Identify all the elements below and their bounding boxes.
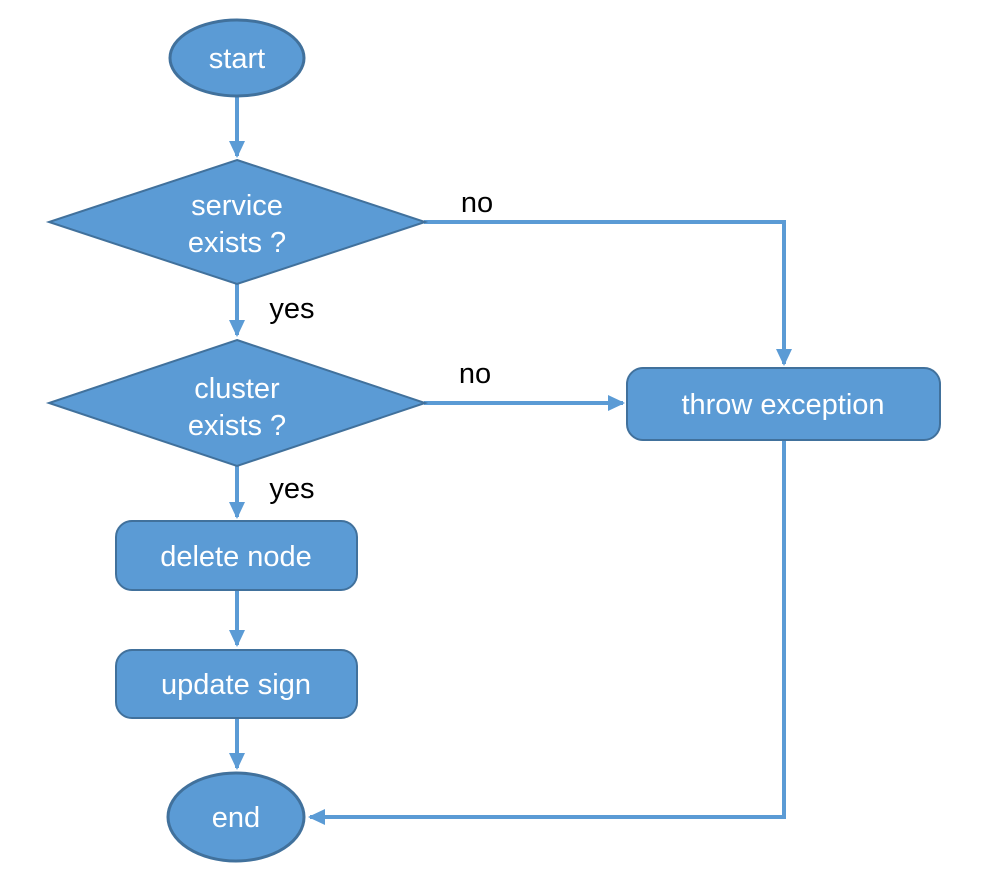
node-delete-node [115,520,358,591]
node-service-check-label-line2: exists ? [188,227,286,259]
node-update-sign [115,649,358,719]
edge-label-service-yes: yes [269,293,314,325]
edge-service-no [424,220,792,366]
node-end [166,771,306,863]
edge-label-service-no: no [461,187,493,219]
node-cluster-check [45,338,429,468]
node-throw-exception [626,367,941,441]
node-end-label: end [212,802,260,834]
node-update-sign-label: update sign [161,669,311,701]
node-delete-node-label: delete node [160,541,312,573]
node-service-check-label-line1: service [191,190,283,222]
node-service-check [45,158,429,286]
node-start [168,18,306,98]
edge-label-cluster-yes: yes [269,473,314,505]
edge-label-cluster-no: no [459,358,491,390]
node-throw-exception-label: throw exception [681,389,884,421]
node-start-label: start [209,43,265,75]
node-cluster-check-label-line1: cluster [194,373,280,405]
node-cluster-check-label-line2: exists ? [188,410,286,442]
edge-throw-to-end [308,439,786,825]
